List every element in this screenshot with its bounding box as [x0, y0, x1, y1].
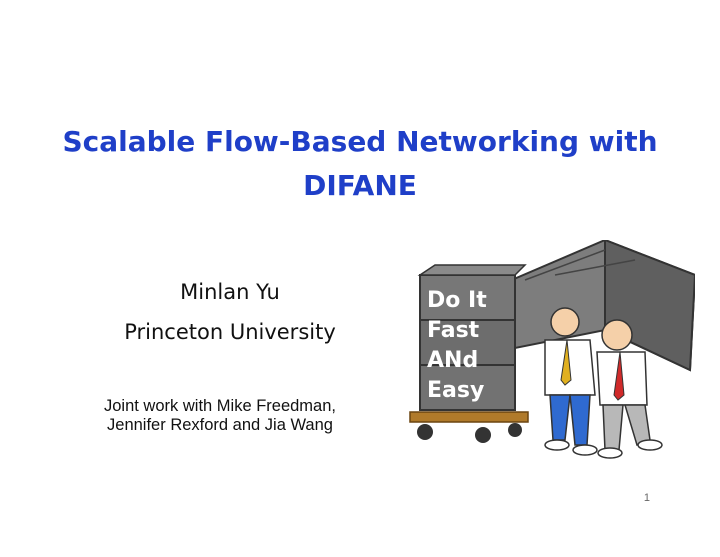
- slide-title: Scalable Flow-Based Networking with DIFA…: [62, 125, 658, 202]
- author-name: Minlan Yu: [180, 280, 280, 304]
- cartoon-person-left: [544, 307, 598, 456]
- big-box: [498, 240, 695, 372]
- cartoon-illustration: Do It Fast ANd Easy: [409, 240, 695, 459]
- joint-work-note: Joint work with Mike Freedman, Jennifer …: [55, 397, 385, 435]
- joint-work-line-2: Jennifer Rexford and Jia Wang: [107, 416, 333, 434]
- cartoon-text-line-3: ANd: [427, 348, 478, 373]
- joint-work-line-1: Joint work with Mike Freedman,: [104, 397, 336, 415]
- cartoon-person-right: [596, 319, 663, 459]
- page-number: 1: [643, 492, 650, 504]
- hand-cart: [409, 411, 529, 443]
- box-stack: [417, 264, 527, 411]
- cartoon-text-line-2: Fast: [427, 318, 480, 343]
- cartoon-text-line-1: Do It: [427, 288, 487, 313]
- author-affiliation: Princeton University: [124, 320, 336, 344]
- cartoon-text-line-4: Easy: [427, 378, 484, 403]
